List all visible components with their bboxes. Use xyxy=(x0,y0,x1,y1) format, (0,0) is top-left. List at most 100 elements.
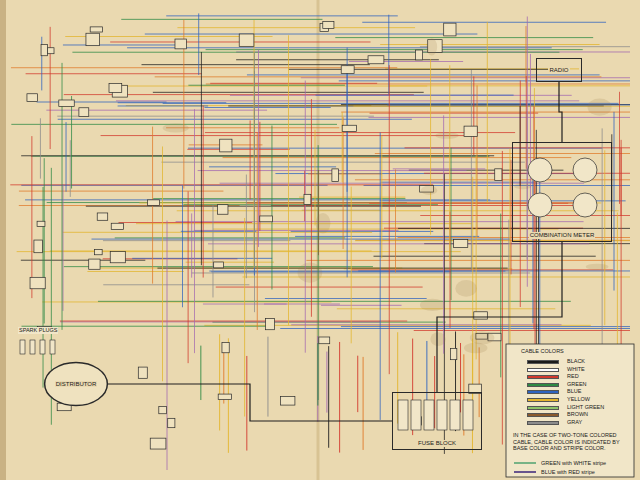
component-symbol xyxy=(281,397,295,405)
legend-swatch xyxy=(528,391,558,393)
component-symbol xyxy=(218,394,231,399)
spark-plug-symbol xyxy=(30,340,35,354)
stain xyxy=(420,299,445,311)
legend-swatch xyxy=(528,407,558,409)
component-symbol xyxy=(138,367,147,378)
wire xyxy=(166,127,339,128)
component-symbol xyxy=(214,262,224,268)
wire xyxy=(223,157,572,158)
wire xyxy=(220,183,585,184)
wire xyxy=(258,49,259,246)
wire xyxy=(471,70,472,271)
wire xyxy=(370,113,539,114)
stain xyxy=(430,332,445,346)
wire xyxy=(188,85,345,86)
meter-box: COMBINATION METER xyxy=(512,142,612,242)
legend-title: CABLE COLORS xyxy=(520,348,565,355)
stain xyxy=(426,38,437,55)
wire xyxy=(532,166,533,324)
wire xyxy=(155,76,602,77)
wire xyxy=(116,100,579,101)
wire xyxy=(157,268,507,269)
stain xyxy=(421,186,438,195)
wire xyxy=(443,115,444,353)
wire xyxy=(60,321,407,322)
spark-plug-symbol xyxy=(50,340,55,354)
legend-swatch xyxy=(528,361,558,363)
legend-swatch xyxy=(528,369,558,371)
wire xyxy=(211,271,451,272)
wire xyxy=(115,237,346,238)
wire xyxy=(113,86,427,87)
legend-text: GREEN xyxy=(566,381,588,387)
wire xyxy=(11,67,397,68)
wire xyxy=(198,13,199,75)
wire xyxy=(347,48,348,278)
component-symbol xyxy=(342,125,356,131)
wire xyxy=(21,260,145,261)
wire xyxy=(341,112,630,113)
part-name: SPARK PLUGS xyxy=(18,327,58,334)
wire xyxy=(533,106,534,329)
wire xyxy=(246,175,247,279)
wire xyxy=(326,352,327,413)
component-symbol xyxy=(94,250,102,255)
wire xyxy=(380,132,381,420)
wire xyxy=(343,117,344,249)
wire xyxy=(17,251,461,252)
wire xyxy=(177,210,619,211)
wire xyxy=(163,103,619,104)
wire xyxy=(339,80,630,81)
stain xyxy=(435,132,459,139)
wire xyxy=(358,270,630,271)
wire xyxy=(136,223,472,224)
wire xyxy=(86,206,421,207)
legend-text: BROWN xyxy=(566,411,589,417)
wire xyxy=(31,136,32,298)
wire xyxy=(186,262,274,263)
wire xyxy=(194,109,195,353)
wire xyxy=(62,184,63,311)
component-symbol xyxy=(89,259,100,269)
stain xyxy=(470,331,494,344)
wire xyxy=(87,271,183,272)
wire xyxy=(617,213,618,348)
component-symbol xyxy=(323,22,334,29)
wire xyxy=(201,52,202,265)
wire xyxy=(37,102,167,103)
component-symbol xyxy=(110,252,125,263)
wire xyxy=(526,76,527,169)
component-symbol xyxy=(474,312,488,319)
wire xyxy=(57,116,374,117)
wire xyxy=(477,85,478,236)
two-tone-sample xyxy=(514,463,536,464)
wire xyxy=(44,158,45,323)
wire xyxy=(317,343,318,405)
component-symbol xyxy=(147,200,159,206)
component-symbol xyxy=(495,169,502,181)
component-symbol xyxy=(175,39,186,49)
wire xyxy=(177,27,415,28)
wire xyxy=(420,46,630,47)
wire xyxy=(414,330,630,331)
wire xyxy=(219,334,220,430)
wire xyxy=(187,149,289,150)
wire xyxy=(118,105,209,106)
wire xyxy=(176,221,584,222)
wire xyxy=(142,64,370,65)
wire xyxy=(380,44,599,45)
wire xyxy=(132,258,272,259)
stain xyxy=(298,263,323,283)
wire xyxy=(430,59,431,234)
component-symbol xyxy=(260,216,273,222)
wire xyxy=(509,149,510,373)
component-symbol xyxy=(332,169,339,182)
wire xyxy=(271,125,272,289)
wire xyxy=(192,272,531,273)
component-symbol xyxy=(41,44,47,55)
distributor-outline xyxy=(45,362,108,405)
wire xyxy=(405,147,630,148)
wire xyxy=(527,16,528,286)
wire xyxy=(295,236,479,237)
